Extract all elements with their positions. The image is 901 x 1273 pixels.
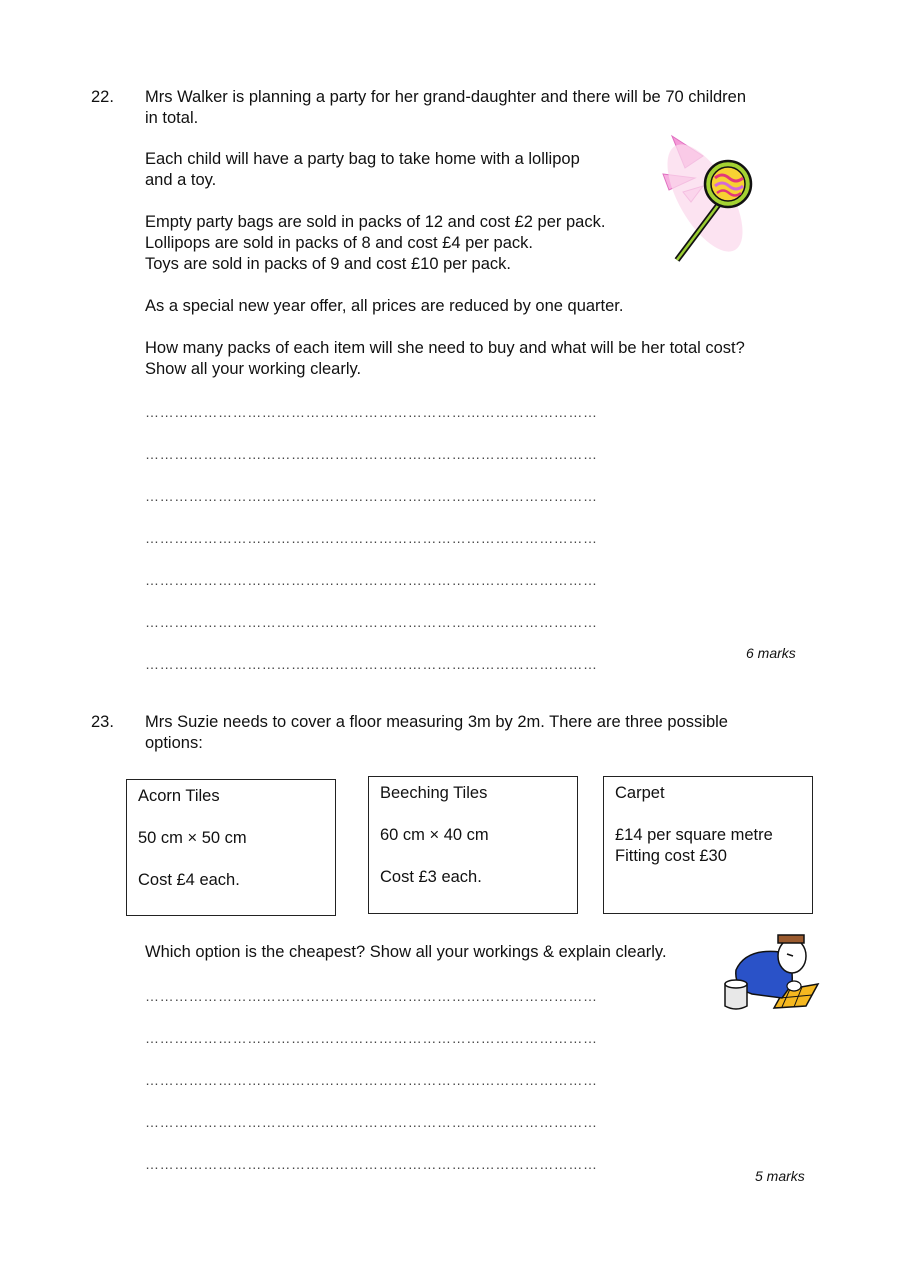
option-cost: Cost £3 each. [380, 868, 482, 886]
option-title: Beeching Tiles [380, 784, 488, 802]
answer-line[interactable]: ………………………………………………………………………………… [145, 614, 598, 628]
lollipop-icon [662, 134, 753, 262]
answer-line[interactable]: ………………………………………………………………………………… [145, 656, 598, 670]
price-line-bags: Empty party bags are sold in packs of 12… [145, 213, 606, 231]
option-fitting-cost: Fitting cost £30 [615, 847, 727, 865]
question-22-question: How many packs of each item will she nee… [145, 338, 825, 380]
question-22-marks: 6 marks [746, 645, 796, 661]
question-22-question-line-1: How many packs of each item will she nee… [145, 339, 745, 357]
question-23-intro-line-1: Mrs Suzie needs to cover a floor measuri… [145, 713, 728, 731]
answer-line[interactable]: ………………………………………………………………………………… [145, 988, 598, 1002]
answer-line[interactable]: ………………………………………………………………………………… [145, 1156, 598, 1170]
question-23-intro-line-2: options: [145, 734, 203, 752]
option-acorn-tiles: Acorn Tiles 50 cm × 50 cm Cost £4 each. [126, 779, 336, 916]
option-title: Acorn Tiles [138, 787, 220, 805]
question-22-intro: Mrs Walker is planning a party for her g… [145, 87, 825, 129]
question-22-prices: Empty party bags are sold in packs of 12… [145, 212, 665, 275]
question-22-offer: As a special new year offer, all prices … [145, 297, 624, 315]
question-22-intro-line-2: in total. [145, 109, 199, 127]
question-22-question-line-2: Show all your working clearly. [145, 360, 362, 378]
question-22-number: 22. [91, 88, 114, 106]
answer-line[interactable]: ………………………………………………………………………………… [145, 488, 598, 502]
option-size: 50 cm × 50 cm [138, 829, 247, 847]
question-23-number: 23. [91, 713, 114, 731]
tiler-icon [724, 934, 820, 1010]
option-carpet: Carpet £14 per square metre Fitting cost… [603, 776, 813, 914]
option-title: Carpet [615, 784, 665, 802]
question-23-question: Which option is the cheapest? Show all y… [145, 943, 667, 961]
option-cost: Cost £4 each. [138, 871, 240, 889]
question-22-party-bag-text: Each child will have a party bag to take… [145, 149, 665, 191]
price-line-toys: Toys are sold in packs of 9 and cost £10… [145, 255, 511, 273]
option-beeching-tiles: Beeching Tiles 60 cm × 40 cm Cost £3 eac… [368, 776, 578, 914]
option-size: 60 cm × 40 cm [380, 826, 489, 844]
answer-line[interactable]: ………………………………………………………………………………… [145, 1114, 598, 1128]
party-bag-line-1: Each child will have a party bag to take… [145, 150, 580, 168]
question-23-intro: Mrs Suzie needs to cover a floor measuri… [145, 712, 825, 754]
option-price: £14 per square metre [615, 826, 773, 844]
answer-line[interactable]: ………………………………………………………………………………… [145, 530, 598, 544]
answer-line[interactable]: ………………………………………………………………………………… [145, 404, 598, 418]
question-23-marks: 5 marks [755, 1168, 805, 1184]
answer-line[interactable]: ………………………………………………………………………………… [145, 1030, 598, 1044]
answer-line[interactable]: ………………………………………………………………………………… [145, 1072, 598, 1086]
answer-line[interactable]: ………………………………………………………………………………… [145, 446, 598, 460]
answer-line[interactable]: ………………………………………………………………………………… [145, 572, 598, 586]
question-22-intro-line-1: Mrs Walker is planning a party for her g… [145, 88, 747, 106]
party-bag-line-2: and a toy. [145, 171, 217, 189]
price-line-lollipops: Lollipops are sold in packs of 8 and cos… [145, 234, 533, 252]
